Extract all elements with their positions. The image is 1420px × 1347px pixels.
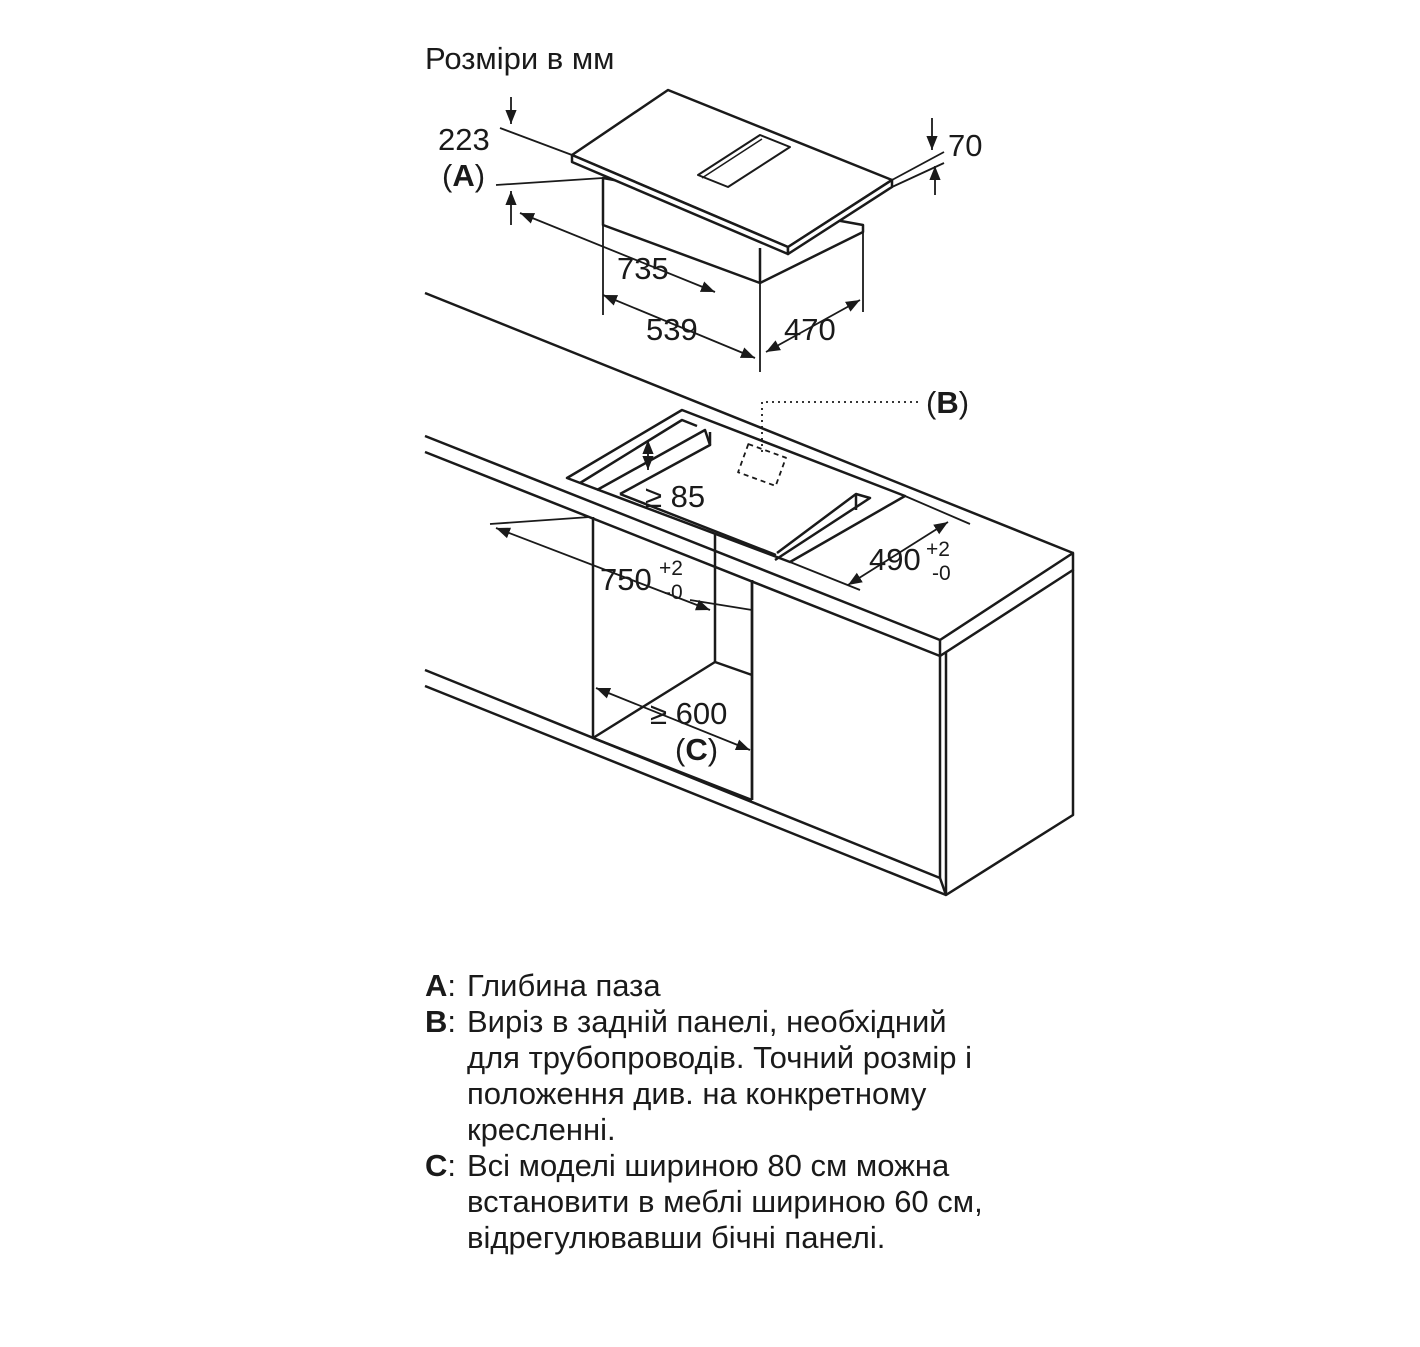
cabinet-drawing (424, 291, 1075, 897)
dim-600: ≥ 600 (650, 696, 727, 731)
dim-750-tol-plus: +2 (659, 557, 683, 580)
dim-539: 539 (646, 312, 698, 347)
label-b: (B) (926, 385, 969, 420)
dim-735: 735 (617, 251, 669, 286)
legend-text-a-line1: Глибина паза (467, 968, 661, 1003)
legend-item-a: A: Глибина паза (425, 968, 1125, 1004)
dim-70: 70 (948, 128, 982, 163)
worktop-right-edge (938, 551, 1075, 658)
dim-490-tol-minus: -0 (932, 562, 951, 585)
dim-470: 470 (784, 312, 836, 347)
legend-item-c: C: Всі моделі шириною 80 см можна встано… (425, 1148, 1125, 1256)
legend-key-b: B (425, 1004, 448, 1039)
installation-diagram: Розміри в мм 223 (A) 70 73 (424, 41, 1075, 897)
dim-750: 750 (600, 562, 652, 597)
label-c: (C) (675, 732, 718, 767)
legend-text-b-line3: положення див. на конкретному (467, 1076, 927, 1111)
dim-750-tol-minus: -0 (664, 581, 683, 604)
legend-text-c-line3: відрегулювавши бічні панелі. (467, 1220, 886, 1255)
legend-key-a: A (425, 968, 448, 1003)
hob-drawing (570, 88, 894, 285)
legend-text-c-line2: встановити в меблі шириною 60 см, (467, 1184, 983, 1219)
cabinet-dimensions (489, 401, 971, 751)
legend-key-c: C (425, 1148, 448, 1183)
dim-back-gap: ≥ 85 (645, 479, 705, 514)
legend-text-c-line1: Всі моделі шириною 80 см можна (467, 1148, 950, 1183)
hob-dimensions (495, 97, 945, 372)
dim-490: 490 (869, 542, 921, 577)
legend-text-b-line4: кресленні. (467, 1112, 616, 1147)
legend-item-b: B: Виріз в задній панелі, необхідний для… (425, 1004, 1125, 1148)
back-panel-cutout (737, 443, 787, 487)
legend: A: Глибина паза B: Виріз в задній панелі… (425, 968, 1125, 1256)
legend-text-b-line2: для трубопроводів. Точний розмір і (467, 1040, 973, 1075)
dim-223: 223 (438, 122, 490, 157)
label-a: (A) (442, 158, 485, 193)
dim-490-tol-plus: +2 (926, 538, 950, 561)
legend-text-b-line1: Виріз в задній панелі, необхідний (467, 1004, 947, 1039)
diagram-title: Розміри в мм (425, 41, 615, 76)
vent-slot-icon (697, 134, 791, 188)
